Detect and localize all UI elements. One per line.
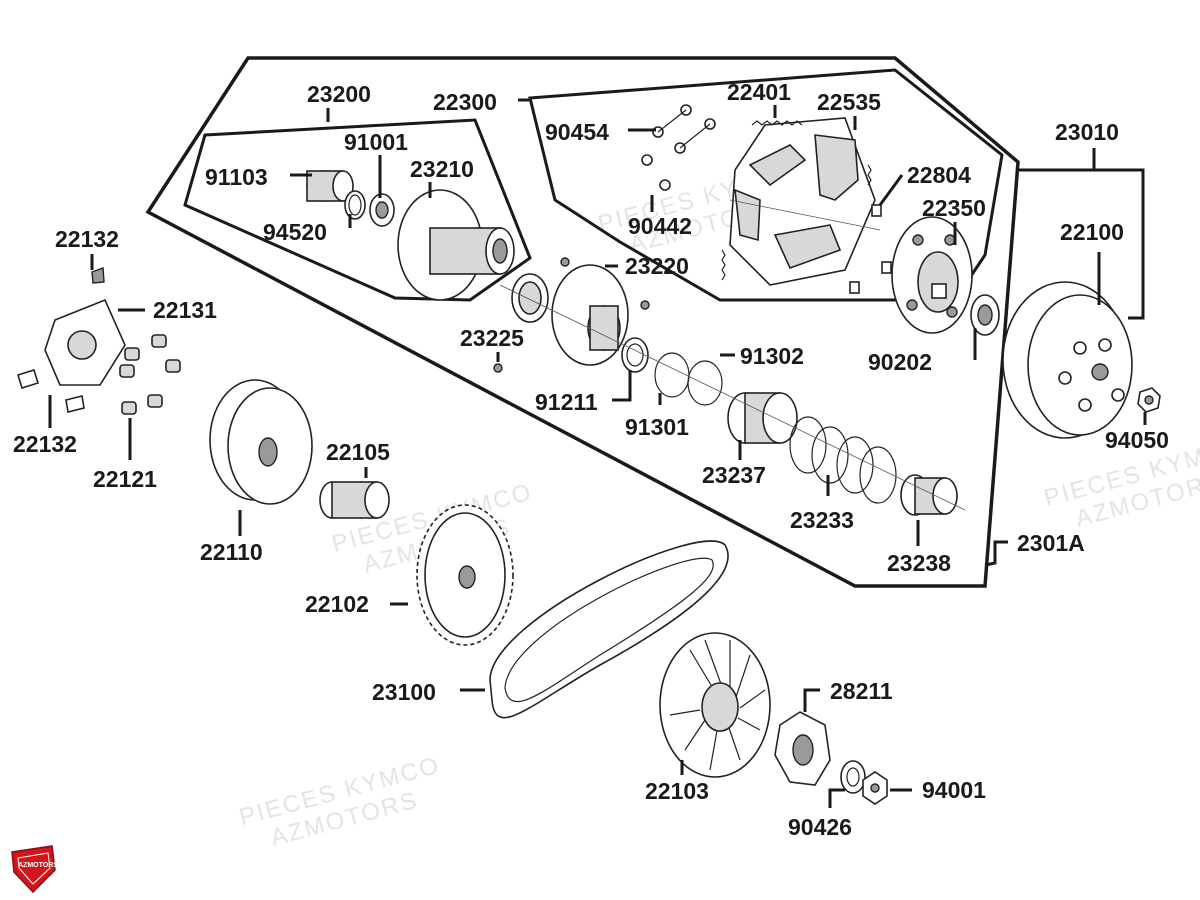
label-22350: 22350 bbox=[922, 195, 986, 221]
label-22804: 22804 bbox=[907, 162, 971, 188]
seal-23225 bbox=[493, 257, 570, 373]
label-94050: 94050 bbox=[1105, 427, 1169, 453]
label-22300: 22300 bbox=[433, 89, 497, 115]
ring-91302 bbox=[687, 360, 723, 406]
label-22131: 22131 bbox=[153, 297, 217, 323]
nut-90202 bbox=[970, 294, 1000, 336]
label-23225: 23225 bbox=[460, 325, 524, 351]
label-22100: 22100 bbox=[1060, 219, 1124, 245]
label-28211: 28211 bbox=[830, 678, 893, 704]
drive-face-22110 bbox=[209, 379, 313, 505]
sheave-23210 bbox=[397, 189, 515, 301]
fan-pulley-22103 bbox=[659, 632, 771, 778]
label-23200: 23200 bbox=[307, 81, 371, 107]
washer-90426 bbox=[840, 760, 866, 794]
collar-22105 bbox=[319, 481, 390, 519]
label-22102: 22102 bbox=[305, 591, 369, 617]
label-23100: 23100 bbox=[372, 679, 436, 705]
pulley-23220 bbox=[551, 264, 650, 366]
belt-23100 bbox=[489, 540, 729, 719]
ring-94520 bbox=[344, 190, 366, 220]
label-94001: 94001 bbox=[922, 777, 986, 803]
spring-23233 bbox=[789, 416, 897, 504]
leader-lines bbox=[48, 98, 1147, 808]
ramp-plate-22131 bbox=[44, 267, 126, 386]
bearing-91103 bbox=[306, 170, 354, 202]
label-22535: 22535 bbox=[817, 89, 881, 115]
label-91211: 91211 bbox=[535, 389, 598, 415]
outline-23200 bbox=[183, 118, 532, 302]
label-22103: 22103 bbox=[645, 778, 709, 804]
logo-text: AZMOTORS bbox=[18, 862, 58, 869]
label-23233: 23233 bbox=[790, 507, 854, 533]
clips-90454 bbox=[641, 104, 716, 191]
bearing-91001 bbox=[369, 193, 395, 227]
label-90202: 90202 bbox=[868, 349, 932, 375]
label-22110: 22110 bbox=[200, 539, 263, 565]
nut-94050 bbox=[1137, 387, 1161, 413]
ring-91211 bbox=[621, 337, 649, 373]
label-23238: 23238 bbox=[887, 550, 951, 576]
rollers-22121 bbox=[119, 334, 181, 415]
washer-28211 bbox=[774, 711, 831, 786]
slides-22132 bbox=[17, 368, 85, 413]
label-23237: 23237 bbox=[702, 462, 766, 488]
label-90454: 90454 bbox=[545, 119, 609, 145]
label-23210: 23210 bbox=[410, 156, 474, 182]
label-91302: 91302 bbox=[740, 343, 804, 369]
label-91103: 91103 bbox=[205, 164, 268, 190]
label-22105: 22105 bbox=[326, 439, 390, 465]
label-90426: 90426 bbox=[788, 814, 852, 840]
label-90442: 90442 bbox=[628, 213, 692, 239]
starter-gear-22102 bbox=[416, 504, 514, 646]
label-91301: 91301 bbox=[625, 414, 689, 440]
clutch-bell-22100 bbox=[1002, 281, 1133, 439]
clutch-shoe-assembly bbox=[729, 117, 881, 286]
azmotors-logo: AZMOTORS bbox=[11, 845, 58, 894]
label-91001: 91001 bbox=[344, 129, 408, 155]
label-22132-bottom: 22132 bbox=[13, 431, 77, 457]
label-22132-top: 22132 bbox=[55, 226, 119, 252]
nut-94001 bbox=[862, 771, 888, 805]
label-2301A: 2301A bbox=[1017, 530, 1085, 556]
clutch-plate-22350 bbox=[891, 216, 973, 334]
label-22121: 22121 bbox=[93, 466, 157, 492]
label-22401: 22401 bbox=[727, 79, 791, 105]
outline-2301a bbox=[145, 56, 1020, 588]
ring-91301 bbox=[654, 352, 690, 398]
label-23010: 23010 bbox=[1055, 119, 1119, 145]
clutch-springs bbox=[721, 120, 872, 281]
part-labels: 23200 22300 22401 22535 23010 91001 9045… bbox=[13, 79, 1169, 840]
collar-23238 bbox=[900, 474, 958, 516]
pins-22804 bbox=[849, 204, 892, 294]
label-94520: 94520 bbox=[263, 219, 327, 245]
label-23220: 23220 bbox=[625, 253, 689, 279]
